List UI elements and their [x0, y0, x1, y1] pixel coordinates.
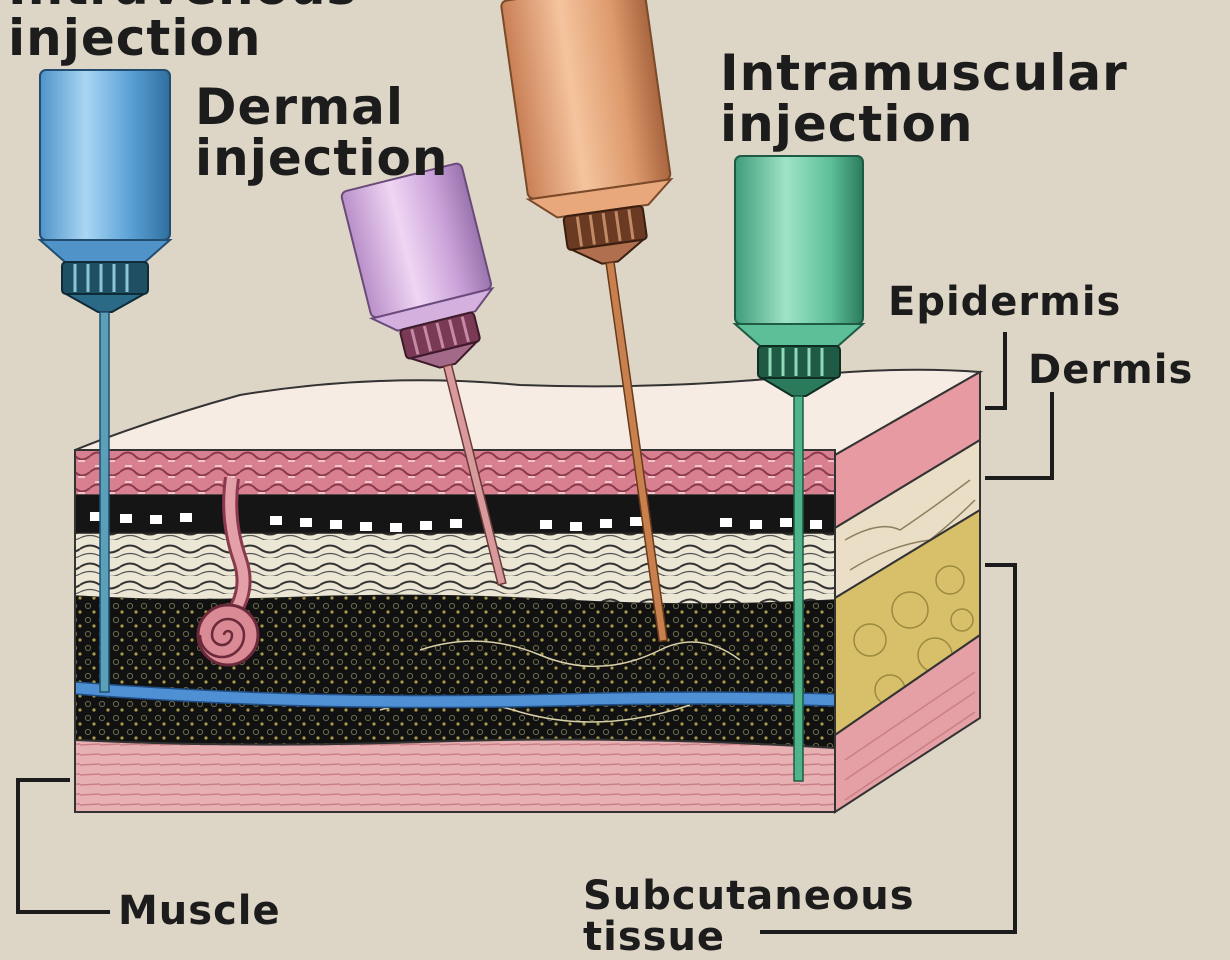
epidermis-label: Epidermis: [888, 282, 1121, 323]
skin-top-surface: [75, 370, 980, 455]
epidermis-leader: [985, 332, 1005, 408]
dermis-leader: [985, 392, 1052, 478]
intramuscular-label: Intramuscular injection: [720, 48, 1128, 150]
dermis-layer: [75, 533, 835, 604]
subcutaneous-label-line1: Subcutaneous: [583, 876, 915, 917]
dermal-label: Dermal injection: [195, 82, 448, 184]
dermal-label-line1: Dermal: [195, 82, 448, 133]
intravenous-label-line2: injection: [8, 13, 357, 64]
epidermis-layer: [75, 450, 835, 495]
subcutaneous-layer: [75, 595, 835, 748]
subcutaneous-label-line2: tissue: [583, 917, 915, 958]
muscle-layer: [75, 740, 835, 812]
dermal-label-line2: injection: [195, 133, 448, 184]
intramuscular-label-line2: injection: [720, 99, 1128, 150]
intramuscular-label-line1: Intramuscular: [720, 48, 1128, 99]
muscle-label: Muscle: [118, 891, 281, 932]
subcutaneous-label: Subcutaneous tissue: [583, 876, 915, 958]
dermis-label: Dermis: [1028, 350, 1193, 391]
intravenous-label: Intravenous injection: [8, 0, 357, 64]
skin-block: [75, 370, 980, 812]
